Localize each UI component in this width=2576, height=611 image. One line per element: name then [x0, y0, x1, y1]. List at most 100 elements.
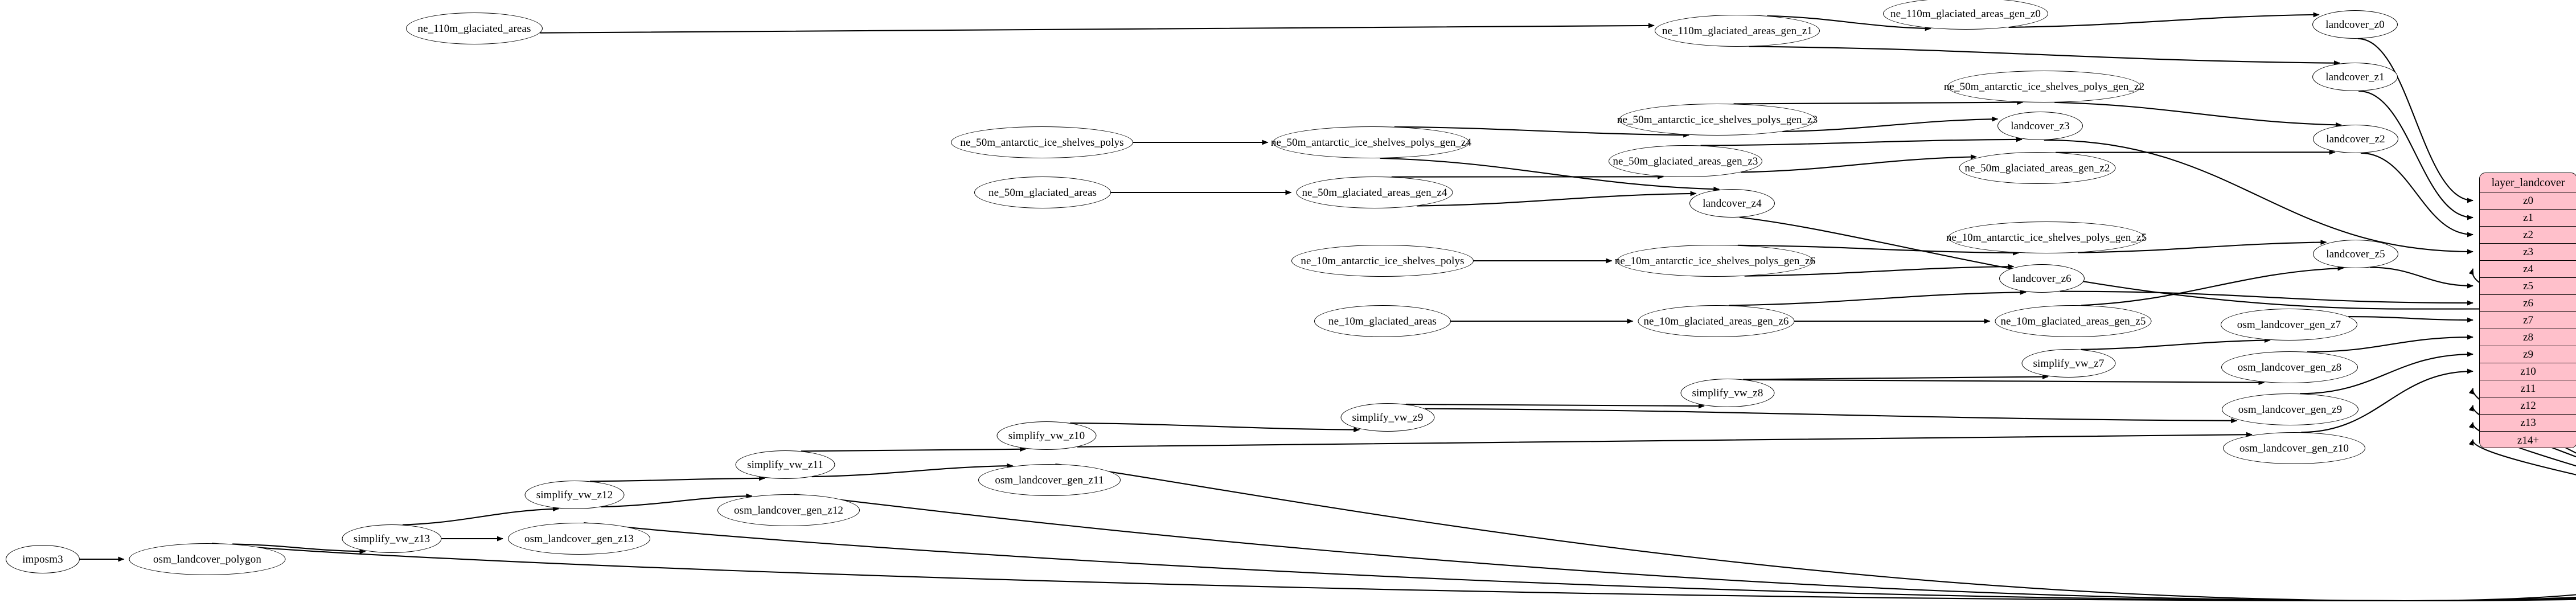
- graph-edge: [2081, 265, 2344, 306]
- graph-node-label: ne_110m_glaciated_areas: [417, 22, 531, 35]
- graph-node-landcover-z0[interactable]: landcover_z0: [2312, 10, 2398, 39]
- graph-node-landcover-z3[interactable]: landcover_z3: [1997, 112, 2083, 140]
- table-row-label: z5: [2523, 280, 2533, 292]
- graph-node-label: ne_110m_glaciated_areas_gen_z0: [1890, 7, 2041, 20]
- table-row[interactable]: z6: [2480, 295, 2576, 312]
- graph-node-label: simplify_vw_z9: [1352, 411, 1424, 424]
- graph-edge: [2054, 101, 2343, 128]
- table-row[interactable]: z1: [2480, 210, 2576, 227]
- graph-node-ne-10m-antarctic-ice-shelves-polys[interactable]: ne_10m_antarctic_ice_shelves_polys: [1291, 245, 1474, 277]
- table-row[interactable]: z5: [2480, 278, 2576, 295]
- table-row[interactable]: z8: [2480, 329, 2576, 346]
- table-row-label: z6: [2523, 297, 2533, 309]
- graph-node-ne-50m-antarctic-ice-shelves-polys[interactable]: ne_50m_antarctic_ice_shelves_polys: [951, 126, 1133, 158]
- graph-edge: [2008, 12, 2320, 28]
- table-row[interactable]: z3: [2480, 244, 2576, 261]
- graph-node-ne-110m-glaciated-areas[interactable]: ne_110m_glaciated_areas: [406, 13, 543, 44]
- graph-node-ne-50m-glaciated-areas-gen-z3[interactable]: ne_50m_glaciated_areas_gen_z3: [1609, 145, 1762, 177]
- graph-node-simplify-vw-z11[interactable]: simplify_vw_z11: [735, 450, 835, 479]
- graph-node-label: simplify_vw_z11: [747, 458, 823, 471]
- graph-node-landcover-z2[interactable]: landcover_z2: [2313, 125, 2398, 153]
- graph-node-ne-50m-glaciated-areas-gen-z4[interactable]: ne_50m_glaciated_areas_gen_z4: [1296, 177, 1453, 208]
- graph-node-osm-landcover-gen-z10[interactable]: osm_landcover_gen_z10: [2223, 432, 2365, 464]
- graph-node-ne-50m-glaciated-areas[interactable]: ne_50m_glaciated_areas: [974, 177, 1111, 208]
- table-row[interactable]: z12: [2480, 397, 2576, 415]
- graph-node-label: landcover_z1: [2325, 71, 2385, 83]
- graph-edge: [1055, 388, 2576, 602]
- graph-node-ne-10m-glaciated-areas[interactable]: ne_10m_glaciated_areas: [1314, 305, 1451, 337]
- graph-edge: [1741, 154, 1977, 173]
- graph-edge: [1417, 191, 1697, 207]
- graph-node-simplify-vw-z13[interactable]: simplify_vw_z13: [342, 524, 442, 553]
- graph-node-simplify-vw-z9[interactable]: simplify_vw_z9: [1340, 403, 1435, 432]
- graph-edge: [1700, 137, 2023, 146]
- graph-node-osm-landcover-gen-z11[interactable]: osm_landcover_gen_z11: [978, 464, 1121, 496]
- table-row[interactable]: z0: [2480, 192, 2576, 210]
- graph-node-label: ne_10m_glaciated_areas_gen_z5: [2000, 315, 2146, 327]
- layer-landcover-table[interactable]: layer_landcover z0 z1 z2 z3 z4 z5 z6 z7 z8 z9 z10 z1…: [2479, 173, 2576, 448]
- graph-edge: [2358, 90, 2474, 220]
- table-row-label: z2: [2523, 229, 2533, 241]
- graph-node-landcover-z6[interactable]: landcover_z6: [1999, 264, 2085, 293]
- graph-node-osm-landcover-gen-z12[interactable]: osm_landcover_gen_z12: [717, 494, 860, 526]
- graph-node-label: landcover_z2: [2326, 133, 2385, 145]
- graph-node-ne-10m-antarctic-ice-shelves-polys-gen-z6[interactable]: ne_10m_antarctic_ice_shelves_polys_gen_z…: [1615, 245, 1815, 277]
- graph-edge: [1767, 15, 1931, 31]
- table-row[interactable]: z2: [2480, 227, 2576, 244]
- table-row-label: z4: [2523, 263, 2533, 275]
- graph-node-label: osm_landcover_gen_z9: [2238, 403, 2343, 416]
- graph-node-label: ne_50m_glaciated_areas_gen_z4: [1302, 186, 1447, 199]
- graph-node-ne-110m-glaciated-areas-gen-z0[interactable]: ne_110m_glaciated_areas_gen_z0: [1883, 0, 2048, 30]
- table-row-label: z9: [2523, 348, 2533, 360]
- table-row-label: z1: [2523, 212, 2533, 224]
- graph-edge: [2357, 38, 2474, 203]
- graph-node-label: simplify_vw_z13: [353, 532, 430, 545]
- graph-node-ne-110m-glaciated-areas-gen-z1[interactable]: ne_110m_glaciated_areas_gen_z1: [1655, 15, 1820, 47]
- graph-node-ne-10m-glaciated-areas-gen-z6[interactable]: ne_10m_glaciated_areas_gen_z6: [1638, 305, 1795, 337]
- graph-node-landcover-z5[interactable]: landcover_z5: [2313, 240, 2398, 268]
- graph-edge: [2077, 240, 2327, 253]
- graph-edge: [2370, 266, 2474, 289]
- table-row-label: z7: [2523, 314, 2533, 326]
- graph-node-label: ne_50m_antarctic_ice_shelves_polys_gen_z…: [1617, 113, 1818, 126]
- graph-node-label: ne_50m_antarctic_ice_shelves_polys_gen_z…: [1943, 80, 2145, 93]
- table-row[interactable]: z9: [2480, 346, 2576, 363]
- graph-node-ne-50m-glaciated-areas-gen-z2[interactable]: ne_50m_glaciated_areas_gen_z2: [1959, 152, 2116, 184]
- graph-node-ne-50m-antarctic-ice-shelves-polys-gen-z2[interactable]: ne_50m_antarctic_ice_shelves_polys_gen_z…: [1943, 71, 2145, 102]
- graph-node-imposm3[interactable]: imposm3: [6, 545, 80, 573]
- graph-edge: [2348, 316, 2474, 323]
- table-row[interactable]: z4: [2480, 261, 2576, 278]
- graph-node-osm-landcover-gen-z7[interactable]: osm_landcover_gen_z7: [2221, 309, 2357, 341]
- graph-node-simplify-vw-z7[interactable]: simplify_vw_z7: [2021, 349, 2116, 378]
- graph-node-ne-50m-antarctic-ice-shelves-polys-gen-z3[interactable]: ne_50m_antarctic_ice_shelves_polys_gen_z…: [1617, 104, 1818, 136]
- graph-node-simplify-vw-z12[interactable]: simplify_vw_z12: [524, 481, 625, 509]
- graph-node-ne-50m-antarctic-ice-shelves-polys-gen-z4[interactable]: ne_50m_antarctic_ice_shelves_polys_gen_z…: [1271, 126, 1471, 158]
- table-row-label: z11: [2520, 383, 2536, 395]
- table-row[interactable]: z11: [2480, 380, 2576, 397]
- graph-node-landcover-z1[interactable]: landcover_z1: [2312, 63, 2398, 91]
- graph-node-simplify-vw-z10[interactable]: simplify_vw_z10: [996, 421, 1097, 450]
- graph-node-landcover-z4[interactable]: landcover_z4: [1689, 189, 1775, 218]
- graph-node-ne-10m-antarctic-ice-shelves-polys-gen-z5[interactable]: ne_10m_antarctic_ice_shelves_polys_gen_z…: [1946, 222, 2147, 253]
- graph-edge: [801, 446, 1027, 452]
- graph-edge: [1070, 422, 1360, 433]
- graph-node-osm-landcover-gen-z8[interactable]: osm_landcover_gen_z8: [2221, 351, 2358, 383]
- graph-node-label: ne_10m_antarctic_ice_shelves_polys_gen_z…: [1946, 231, 2147, 244]
- graph-node-osm-landcover-polygon[interactable]: osm_landcover_polygon: [129, 543, 286, 575]
- graph-node-label: osm_landcover_polygon: [153, 553, 261, 565]
- graph-node-simplify-vw-z8[interactable]: simplify_vw_z8: [1680, 379, 1775, 407]
- graph-node-osm-landcover-gen-z13[interactable]: osm_landcover_gen_z13: [508, 523, 650, 555]
- table-row[interactable]: z14+: [2480, 432, 2576, 448]
- graph-node-ne-10m-glaciated-areas-gen-z5[interactable]: ne_10m_glaciated_areas_gen_z5: [1995, 305, 2152, 337]
- table-row[interactable]: z7: [2480, 312, 2576, 329]
- table-header-label: layer_landcover: [2491, 176, 2565, 189]
- graph-node-label: landcover_z0: [2325, 18, 2385, 31]
- graph-node-label: imposm3: [22, 553, 63, 565]
- graph-edge: [2360, 152, 2474, 237]
- table-row[interactable]: z13: [2480, 415, 2576, 432]
- graph-edge: [1394, 126, 1690, 138]
- graph-edge: [540, 23, 1655, 34]
- table-row[interactable]: z10: [2480, 363, 2576, 380]
- graph-node-osm-landcover-gen-z9[interactable]: osm_landcover_gen_z9: [2222, 393, 2358, 425]
